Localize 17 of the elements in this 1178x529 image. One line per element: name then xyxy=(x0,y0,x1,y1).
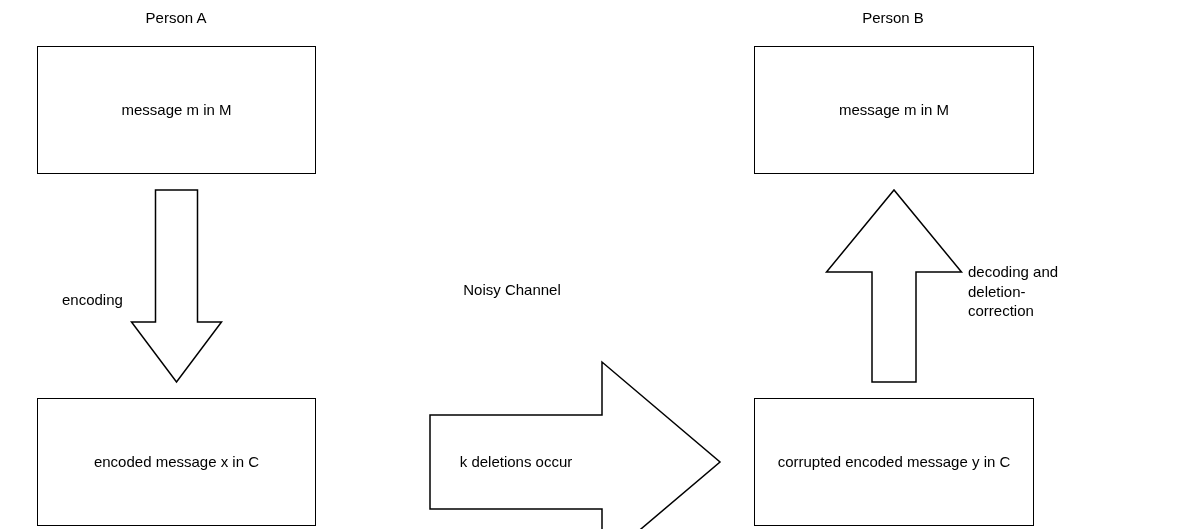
process-box xyxy=(37,398,316,526)
box-text: message m in M xyxy=(837,100,950,120)
block-arrow xyxy=(130,189,223,384)
column-heading: Person A xyxy=(145,8,207,28)
edge-label: encoding xyxy=(62,290,123,310)
block-arrow xyxy=(429,360,722,529)
column-heading: Person B xyxy=(862,8,924,28)
edge-label: decoding and deletion-correction xyxy=(968,262,1060,321)
process-box xyxy=(754,46,1034,174)
box-text: encoded message x in C xyxy=(92,452,261,472)
edge-label: k deletions occur xyxy=(459,452,573,472)
box-text: corrupted encoded message y in C xyxy=(776,452,1012,472)
channel-label: Noisy Channel xyxy=(463,280,561,300)
process-box xyxy=(37,46,316,174)
process-box xyxy=(754,398,1034,526)
box-text: message m in M xyxy=(120,100,233,120)
block-arrow xyxy=(824,188,964,383)
